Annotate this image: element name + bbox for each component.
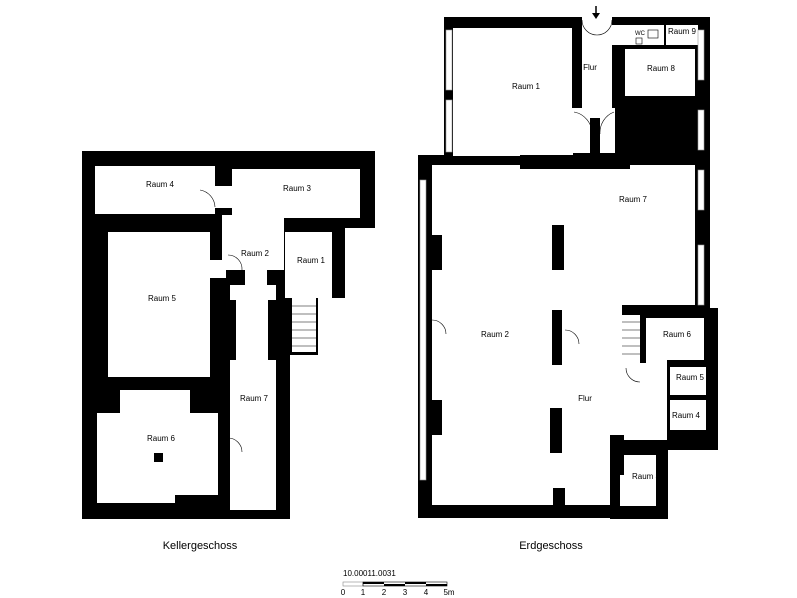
wall-segment xyxy=(610,435,624,475)
wall-segment xyxy=(226,300,236,360)
plan-title-erdgeschoss: Erdgeschoss xyxy=(519,540,583,552)
wall-segment xyxy=(175,495,220,505)
eg-raum-9 xyxy=(666,25,698,45)
window xyxy=(445,29,453,91)
entrance-arrow-icon xyxy=(592,6,600,19)
column xyxy=(552,310,562,365)
door-swing-icon xyxy=(227,437,243,453)
keller-raum-4 xyxy=(95,166,215,214)
scale-bar: 10.00011.0031 0 1 2 3 4 5m xyxy=(341,569,455,597)
room-label: Raum 6 xyxy=(147,434,176,443)
sink-icon xyxy=(635,37,643,45)
room-label: Raum 5 xyxy=(148,294,177,303)
room-label: Raum 5 xyxy=(676,373,705,382)
wall-segment xyxy=(572,28,582,108)
plan-title-keller: Kellergeschoss xyxy=(163,540,238,552)
scale-outline xyxy=(362,581,448,587)
scale-tick: 3 xyxy=(403,588,408,597)
wall-segment xyxy=(432,235,442,270)
window xyxy=(697,169,705,211)
wall-segment xyxy=(612,45,625,105)
wall-segment xyxy=(656,440,668,510)
scale-tick: 0 xyxy=(341,588,346,597)
column xyxy=(553,488,565,508)
erdgeschoss-plan: Raum 1 Flur WC Raum 9 Raum 8 Raum 7 Raum… xyxy=(418,6,718,552)
door-swing-icon xyxy=(625,367,641,383)
door-swing-icon xyxy=(227,254,243,271)
room-label: Raum 9 xyxy=(668,27,697,36)
window xyxy=(419,179,427,481)
window xyxy=(697,244,705,306)
scale-tick: 2 xyxy=(382,588,387,597)
room-label: Raum 2 xyxy=(481,330,510,339)
column xyxy=(590,118,600,158)
column xyxy=(154,453,163,462)
room-label: Raum 3 xyxy=(283,184,312,193)
room-label: Flur xyxy=(583,63,597,72)
door-swing-icon xyxy=(564,329,580,345)
window xyxy=(697,29,705,81)
scale-segment xyxy=(426,584,447,586)
room-label: Raum 1 xyxy=(297,256,326,265)
eg-raum-2-flur xyxy=(432,300,610,505)
wall-segment xyxy=(640,318,646,363)
eg-passage xyxy=(610,300,622,435)
scale-tick: 4 xyxy=(424,588,429,597)
eg-raum-5 xyxy=(670,367,706,395)
eg-raum-6 xyxy=(646,318,704,360)
window xyxy=(445,99,453,153)
eg-raum-8 xyxy=(625,49,695,96)
room-label: Flur xyxy=(578,394,592,403)
eg-raum-3 xyxy=(620,455,656,506)
scale-tick: 5m xyxy=(443,588,454,597)
keller-raum-3 xyxy=(232,169,360,218)
keller-raum-5 xyxy=(108,232,210,377)
column xyxy=(550,408,562,453)
door-swing-icon xyxy=(599,111,615,135)
scale-segment xyxy=(363,582,384,584)
room-label: Raum 2 xyxy=(241,249,270,258)
room-label: Raum 3 xyxy=(632,472,661,481)
wall-segment xyxy=(268,300,276,360)
stairs-icon xyxy=(292,305,316,347)
scale-segment xyxy=(405,582,426,584)
keller-plan: Raum 4 Raum 3 Raum 2 Raum 1 Raum 5 Raum … xyxy=(82,151,375,552)
eg-raum-1 xyxy=(453,28,573,156)
toilet-icon xyxy=(647,29,659,39)
column xyxy=(552,225,564,270)
room-label: Raum 4 xyxy=(146,180,175,189)
scale-segment xyxy=(384,584,405,586)
wall-segment xyxy=(520,155,630,169)
eg-flur-top xyxy=(582,17,612,111)
room-label: Raum 7 xyxy=(240,394,269,403)
eg-raum-4 xyxy=(670,400,706,430)
door-swing-icon xyxy=(573,111,593,135)
stairs-icon xyxy=(622,321,640,355)
keller-raum-1 xyxy=(285,232,332,298)
room-label: Raum 7 xyxy=(619,195,648,204)
keller-stairs xyxy=(292,298,316,352)
door-swing-icon xyxy=(199,189,216,208)
scale-tick: 1 xyxy=(361,588,366,597)
keller-passage xyxy=(120,390,190,415)
keller-passage xyxy=(245,270,267,288)
room-label: Raum 1 xyxy=(512,82,541,91)
door-swing-icon xyxy=(581,19,613,36)
room-label: Raum 6 xyxy=(663,330,692,339)
room-label: Raum 8 xyxy=(647,64,676,73)
drawing-code: 10.00011.0031 xyxy=(343,569,396,578)
keller-raum-2 xyxy=(222,215,284,270)
eg-stairs xyxy=(622,315,640,360)
room-label: WC xyxy=(635,31,646,37)
scale-segment xyxy=(342,581,364,587)
door-swing-icon xyxy=(431,319,447,335)
wall-segment xyxy=(432,400,442,435)
keller-door-gap xyxy=(210,260,226,278)
window xyxy=(697,109,705,151)
keller-door-gap xyxy=(215,186,235,208)
eg-passage xyxy=(622,360,667,440)
room-label: Raum 4 xyxy=(672,411,701,420)
